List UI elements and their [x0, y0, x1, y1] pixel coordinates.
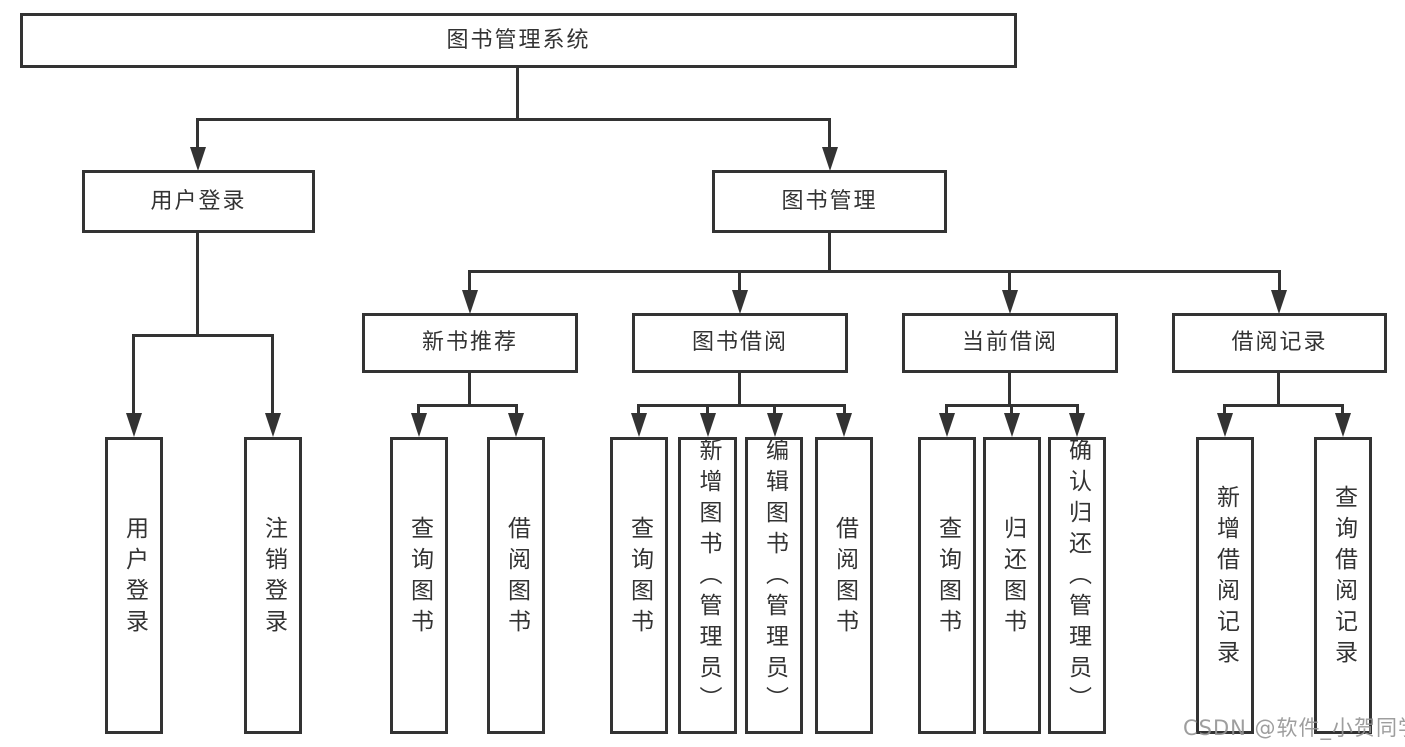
leaf-current-query-books: 查询图书: [918, 437, 976, 734]
node-current-borrow: 当前借阅: [902, 313, 1118, 373]
connector-arrowhead: [1271, 290, 1287, 314]
leaf-current-confirm-return-admin: 确认归还（管理员）: [1048, 437, 1106, 734]
connector-line: [945, 404, 948, 416]
connector-line: [828, 233, 831, 273]
connector-line: [196, 118, 831, 121]
leaf-recommend-query-books: 查询图书: [390, 437, 448, 734]
connector-line: [515, 404, 518, 416]
connector-line: [1010, 404, 1013, 416]
connector-line: [468, 270, 471, 294]
connector-arrowhead: [126, 413, 142, 437]
leaf-borrow-query-books-label: 查询图书: [626, 515, 653, 640]
connector-line: [417, 404, 420, 416]
leaf-recommend-borrow-books: 借阅图书: [487, 437, 545, 734]
connector-line: [196, 233, 199, 337]
connector-arrowhead: [732, 290, 748, 314]
connector-arrowhead: [1217, 413, 1233, 437]
node-current-borrow-label: 当前借阅: [961, 330, 1058, 355]
connector-line: [1223, 404, 1344, 407]
leaf-user-login-label: 用户登录: [121, 515, 148, 640]
node-library-system-label: 图书管理系统: [446, 27, 591, 53]
connector-line: [1008, 373, 1011, 407]
connector-line: [1277, 373, 1280, 407]
leaf-logout-label: 注销登录: [260, 515, 287, 640]
leaf-records-add-record: 新增借阅记录: [1196, 437, 1254, 734]
connector-line: [468, 270, 1281, 273]
connector-line: [773, 404, 776, 416]
node-new-book-recommend: 新书推荐: [362, 313, 578, 373]
leaf-borrow-add-books-admin: 新增图书（管理员）: [678, 437, 737, 734]
connector-line: [738, 270, 741, 294]
leaf-records-query-record: 查询借阅记录: [1314, 437, 1372, 734]
connector-line: [706, 404, 709, 416]
connector-line: [271, 334, 274, 416]
connector-arrowhead: [508, 413, 524, 437]
leaf-recommend-query-books-label: 查询图书: [406, 515, 433, 640]
connector-arrowhead: [462, 290, 478, 314]
leaf-recommend-borrow-books-label: 借阅图书: [503, 515, 530, 640]
connector-arrowhead: [411, 413, 427, 437]
leaf-logout: 注销登录: [244, 437, 302, 734]
node-book-management: 图书管理: [712, 170, 947, 233]
connector-arrowhead: [822, 147, 838, 171]
leaf-records-add-record-label: 新增借阅记录: [1212, 484, 1239, 671]
connector-line: [132, 334, 274, 337]
leaf-borrow-edit-books-admin-label: 编辑图书（管理员）: [761, 438, 788, 717]
watermark: CSDN @软件_小贺同学: [1183, 716, 1405, 740]
node-book-management-label: 图书管理: [781, 188, 878, 214]
connector-line: [1341, 404, 1344, 416]
connector-line: [1008, 270, 1011, 294]
connector-arrowhead: [1069, 413, 1085, 437]
node-user-login-label: 用户登录: [150, 188, 247, 214]
connector-line: [637, 404, 640, 416]
leaf-borrow-query-books: 查询图书: [610, 437, 668, 734]
connector-line: [1223, 404, 1226, 416]
connector-line: [828, 118, 831, 150]
node-borrow-records: 借阅记录: [1172, 313, 1387, 373]
node-book-borrow-label: 图书借阅: [691, 330, 788, 355]
leaf-borrow-borrow-books: 借阅图书: [815, 437, 873, 734]
connector-arrowhead: [1002, 290, 1018, 314]
node-user-login: 用户登录: [82, 170, 315, 233]
connector-arrowhead: [265, 413, 281, 437]
leaf-borrow-add-books-admin-label: 新增图书（管理员）: [695, 438, 721, 717]
connector-arrowhead: [631, 413, 647, 437]
leaf-current-confirm-return-admin-label: 确认归还（管理员）: [1064, 438, 1091, 717]
connector-arrowhead: [190, 147, 206, 171]
connector-line: [738, 373, 741, 407]
connector-line: [637, 404, 846, 407]
leaf-records-query-record-label: 查询借阅记录: [1330, 484, 1357, 671]
connector-line: [843, 404, 846, 416]
leaf-borrow-borrow-books-label: 借阅图书: [831, 515, 858, 640]
connector-arrowhead: [939, 413, 955, 437]
leaf-current-return-books-label: 归还图书: [999, 515, 1026, 640]
connector-line: [196, 118, 199, 150]
leaf-borrow-edit-books-admin: 编辑图书（管理员）: [745, 437, 803, 734]
connector-line: [132, 334, 135, 416]
node-new-book-recommend-label: 新书推荐: [421, 330, 518, 355]
connector-line: [468, 373, 471, 407]
node-book-borrow: 图书借阅: [632, 313, 848, 373]
connector-line: [516, 68, 519, 121]
leaf-user-login: 用户登录: [105, 437, 163, 734]
connector-arrowhead: [1335, 413, 1351, 437]
connector-line: [1076, 404, 1079, 416]
node-library-system: 图书管理系统: [20, 13, 1017, 68]
node-borrow-records-label: 借阅记录: [1231, 330, 1328, 355]
connector-arrowhead: [836, 413, 852, 437]
connector-arrowhead: [767, 413, 783, 437]
connector-arrowhead: [1004, 413, 1020, 437]
connector-line: [1278, 270, 1281, 294]
leaf-current-query-books-label: 查询图书: [934, 515, 961, 640]
connector-line: [417, 404, 518, 407]
connector-arrowhead: [700, 413, 716, 437]
leaf-current-return-books: 归还图书: [983, 437, 1041, 734]
